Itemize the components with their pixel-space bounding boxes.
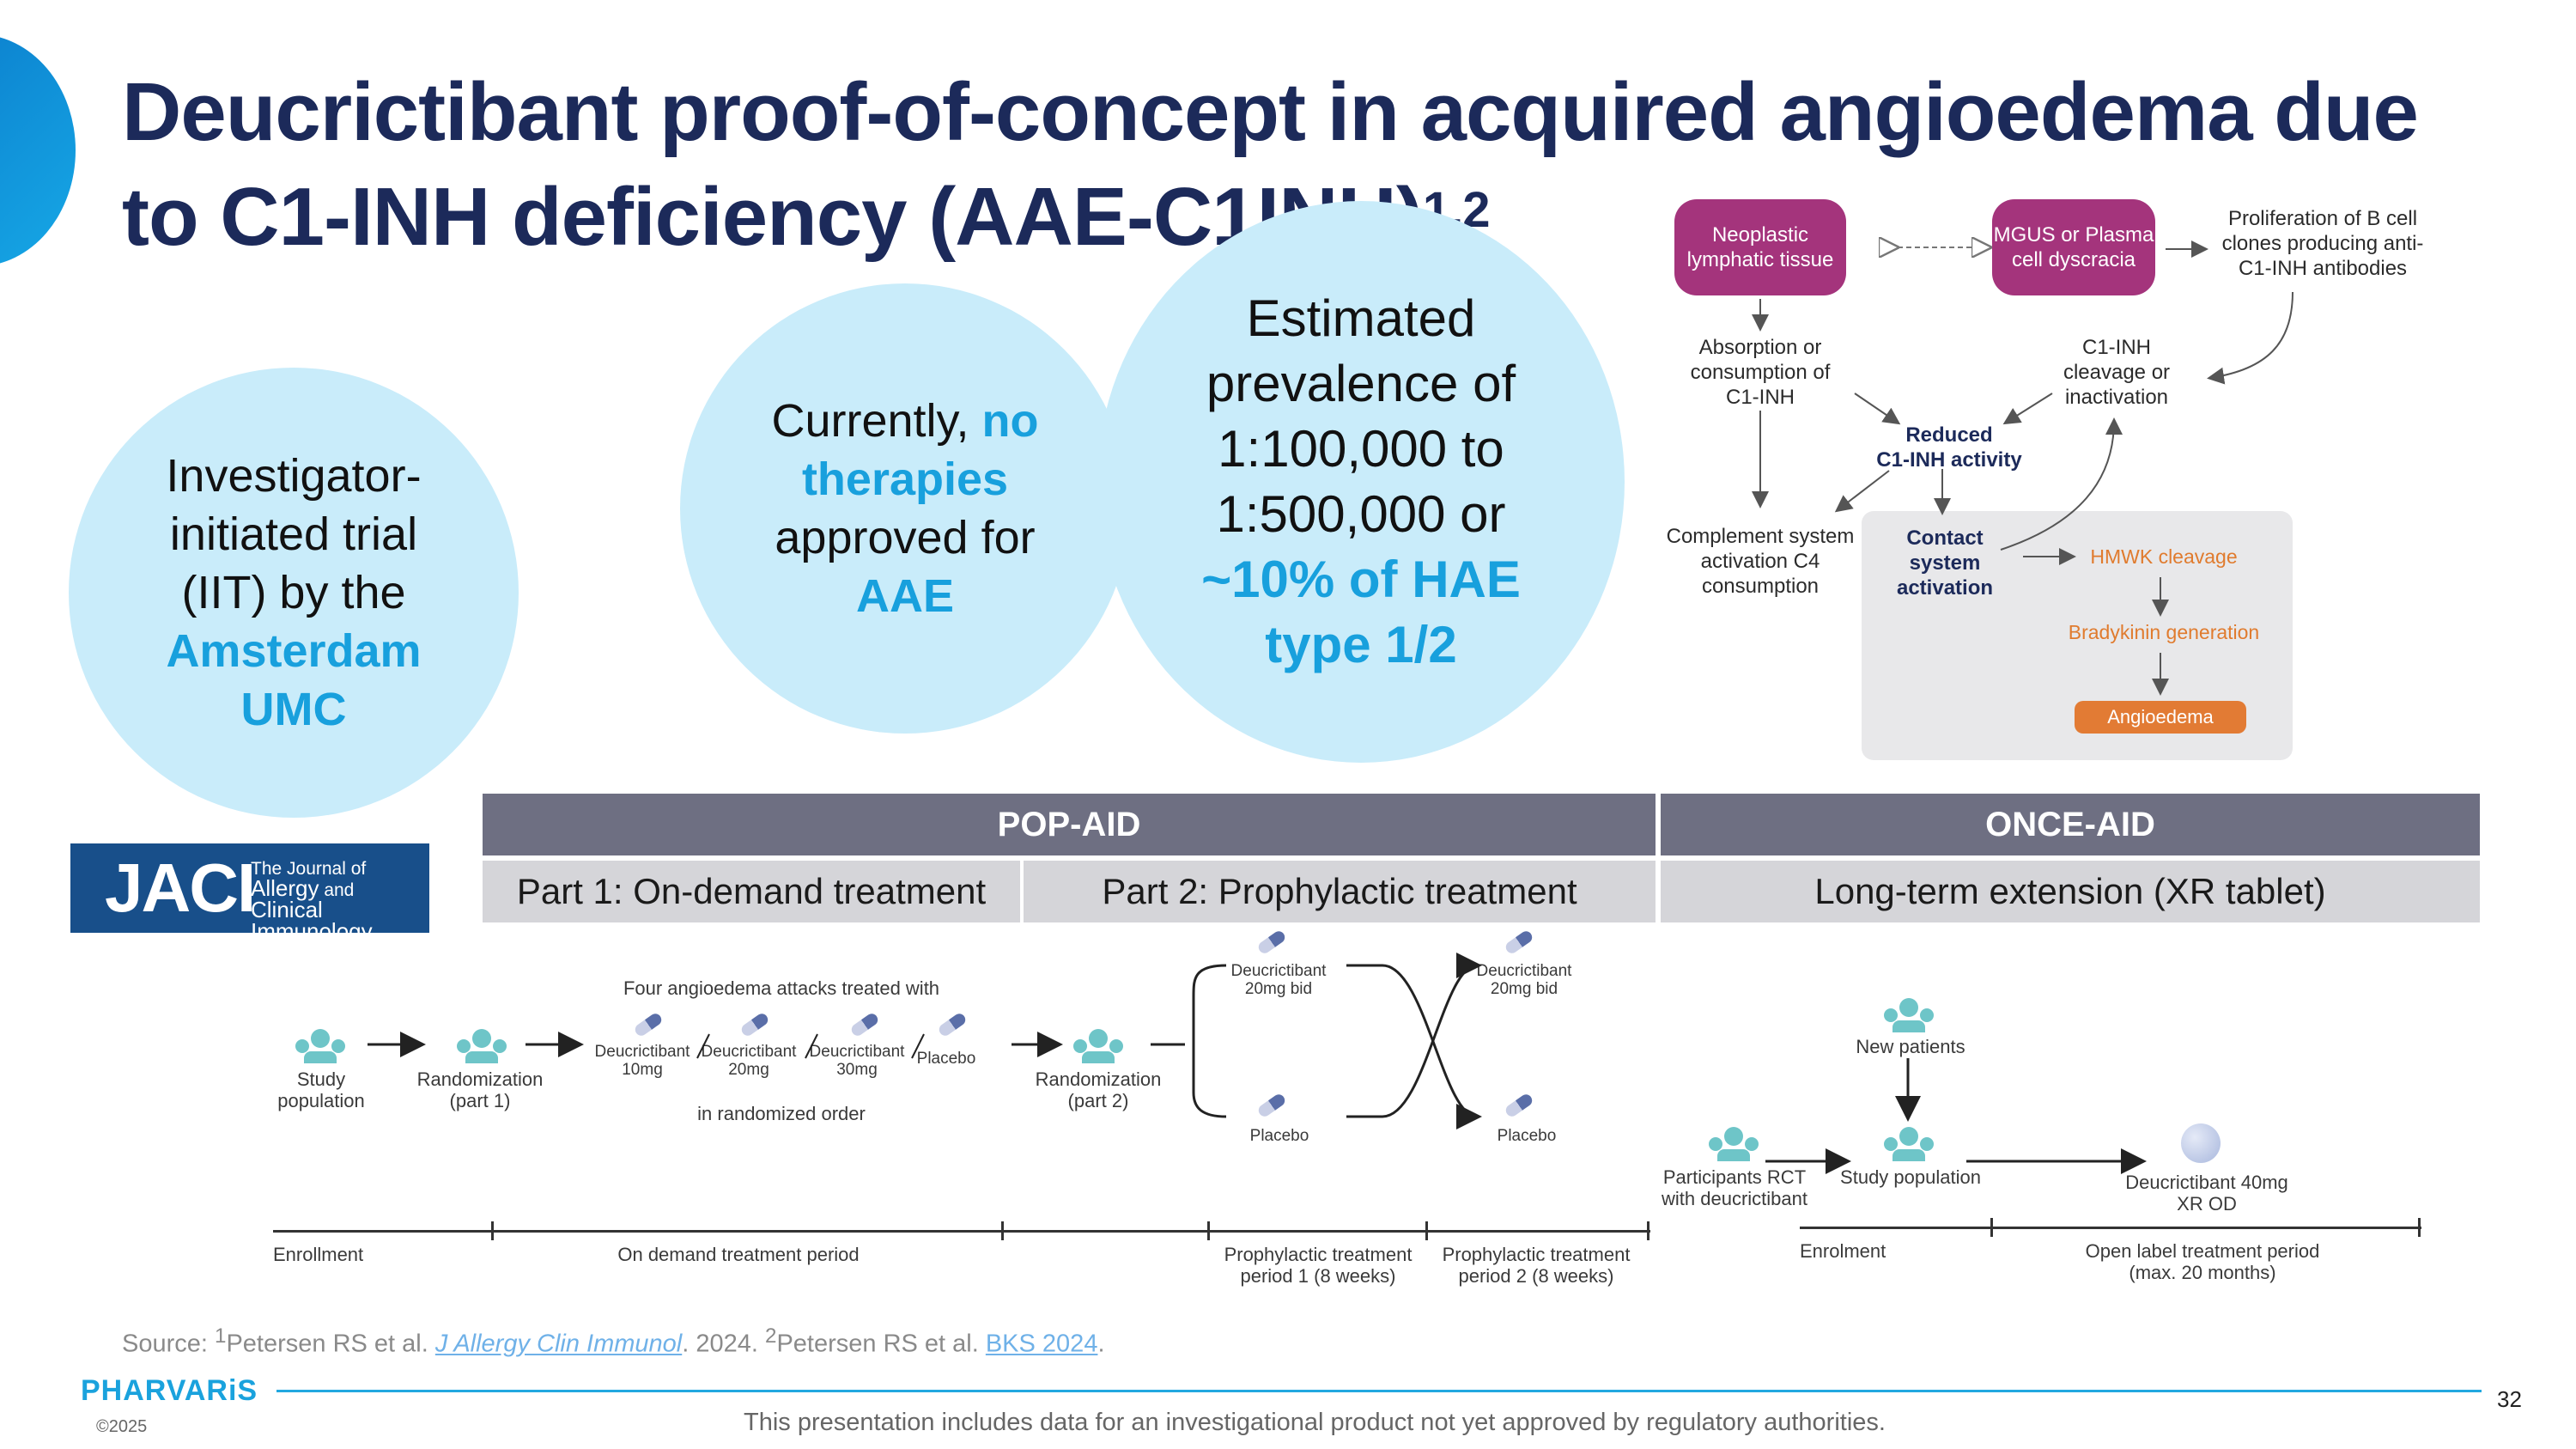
timeline-tick xyxy=(1207,1221,1210,1240)
bubble-prev-line1: Estimated xyxy=(1246,289,1476,347)
study-population2-icon xyxy=(1884,1127,1934,1161)
bid-top-left-label: Deucrictibant 20mg bid xyxy=(1230,962,1327,998)
bubble-prev-line4: 1:500,000 or xyxy=(1216,485,1506,543)
participants-icon xyxy=(1709,1127,1759,1161)
bradykinin-node: Bradykinin generation xyxy=(2068,621,2260,643)
contact-node: Contact system activation xyxy=(1896,527,1994,600)
study-population-icon xyxy=(295,1029,345,1063)
bubble-iit-line1: Investigator- xyxy=(166,450,422,502)
bubble-iit-highlight2: UMC xyxy=(240,684,347,735)
page-number: 32 xyxy=(2497,1386,2522,1412)
pop-aid-timeline xyxy=(273,1230,1650,1233)
randomized-order-label: in randomized order xyxy=(697,1103,866,1124)
bubble-prev-hl2: type 1/2 xyxy=(1265,616,1457,673)
pop-aid-header: POP-AID xyxy=(483,794,1656,855)
bubble-iit: Investigator- initiated trial (IIT) by t… xyxy=(69,368,519,818)
d30-label: Deucrictibant 30mg xyxy=(809,1043,905,1079)
bubble-therapies-hl1: no xyxy=(981,395,1039,447)
bubble-prev-line2: prevalence of xyxy=(1206,355,1516,412)
neoplastic-node: Neoplastic lymphatic tissue xyxy=(1674,199,1846,295)
bubble-prevalence: Estimated prevalence of 1:100,000 to 1:5… xyxy=(1097,201,1625,763)
jaci-logo: JACI The Journal of Allergy and Clinical… xyxy=(70,843,429,942)
randomization2-label: Randomization (part 2) xyxy=(1035,1068,1162,1111)
extension-header: Long-term extension (XR tablet) xyxy=(1661,861,2480,922)
bubble-therapies-line3: approved for xyxy=(775,512,1036,563)
proliferation-node: Proliferation of B cell clones producing… xyxy=(2221,207,2424,280)
enrollment-label: Enrollment xyxy=(273,1244,364,1265)
open-label-label: Open label treatment period (max. 20 mon… xyxy=(2085,1240,2320,1283)
randomization1-label: Randomization (part 1) xyxy=(416,1068,544,1111)
placebo-left-label: Placebo xyxy=(1249,1127,1309,1145)
tablet-icon xyxy=(2181,1123,2221,1163)
timeline-tick xyxy=(491,1221,494,1240)
timeline-tick xyxy=(1425,1221,1428,1240)
study-population-label: Study population xyxy=(277,1068,365,1111)
bubble-no-therapies: Currently, no therapies approved for AAE xyxy=(680,283,1130,734)
bubble-iit-line3: (IIT) by the xyxy=(181,567,406,618)
timeline-tick xyxy=(1990,1218,1993,1237)
bubble-iit-highlight1: Amsterdam xyxy=(166,625,422,677)
source-link-2[interactable]: BKS 2024 xyxy=(985,1330,1098,1358)
mgus-node: MGUS or Plasma cell dyscracia xyxy=(1992,199,2155,295)
bubble-therapies-hl3: AAE xyxy=(855,570,954,622)
new-patients-icon xyxy=(1884,998,1934,1032)
absorption-node: Absorption or consumption of C1-INH xyxy=(1690,336,1831,409)
prophylactic-period2-label: Prophylactic treatment period 2 (8 weeks… xyxy=(1442,1244,1631,1287)
disclaimer-text: This presentation includes data for an i… xyxy=(744,1409,1886,1436)
placebo-right-label: Placebo xyxy=(1497,1127,1557,1145)
bid-top-right-label: Deucrictibant 20mg bid xyxy=(1476,962,1572,998)
prophylactic-period1-label: Prophylactic treatment period 1 (8 weeks… xyxy=(1224,1244,1413,1287)
hmwk-node: HMWK cleavage xyxy=(2090,545,2238,568)
copyright-text: ©2025 xyxy=(96,1417,148,1436)
pharvaris-logo: PHARVARiS xyxy=(81,1374,258,1407)
randomization1-icon xyxy=(457,1029,507,1063)
source-link-1[interactable]: J Allergy Clin Immunol xyxy=(434,1330,683,1358)
complement-node: Complement system activation C4 consumpt… xyxy=(1666,525,1855,598)
timeline-tick xyxy=(2418,1218,2421,1237)
slide-title: Deucrictibant proof-of-concept in acquir… xyxy=(122,66,2419,263)
d20-label: Deucrictibant 20mg xyxy=(701,1043,797,1079)
footer-divider xyxy=(276,1390,2482,1392)
on-demand-period-label: On demand treatment period xyxy=(617,1244,860,1265)
randomization2-icon xyxy=(1073,1029,1123,1063)
once-aid-timeline xyxy=(1800,1227,2421,1229)
angioedema-node: Angioedema xyxy=(2075,701,2246,734)
once-aid-header: ONCE-AID xyxy=(1661,794,2480,855)
bubble-prev-hl1: ~10% of HAE xyxy=(1201,551,1521,608)
part2-header: Part 2: Prophylactic treatment xyxy=(1024,861,1656,922)
bubble-iit-line2: initiated trial xyxy=(169,508,418,560)
d10-label: Deucrictibant 10mg xyxy=(594,1043,690,1079)
four-attacks-label: Four angioedema attacks treated with xyxy=(623,977,940,999)
source-citation: Source: 1Petersen RS et al. J Allergy Cl… xyxy=(122,1324,1105,1358)
part1-header: Part 1: On-demand treatment xyxy=(483,861,1020,922)
placebo-label: Placebo xyxy=(916,1050,976,1068)
cleavage-node: C1-INH cleavage or inactivation xyxy=(2063,336,2171,409)
new-patients-label: New patients xyxy=(1856,1036,1965,1057)
timeline-tick xyxy=(1001,1221,1004,1240)
study-population2-label: Study population xyxy=(1840,1166,1981,1188)
timeline-tick xyxy=(1647,1221,1649,1240)
enrolment-label: Enrolment xyxy=(1800,1240,1886,1262)
participants-label: Participants RCT with deucrictibant xyxy=(1662,1166,1807,1209)
bubble-therapies-pre: Currently, xyxy=(771,395,982,447)
xr-label: Deucrictibant 40mg XR OD xyxy=(2125,1172,2288,1215)
bubble-prev-line3: 1:100,000 to xyxy=(1218,420,1504,478)
bubble-therapies-hl2: therapies xyxy=(801,454,1009,505)
